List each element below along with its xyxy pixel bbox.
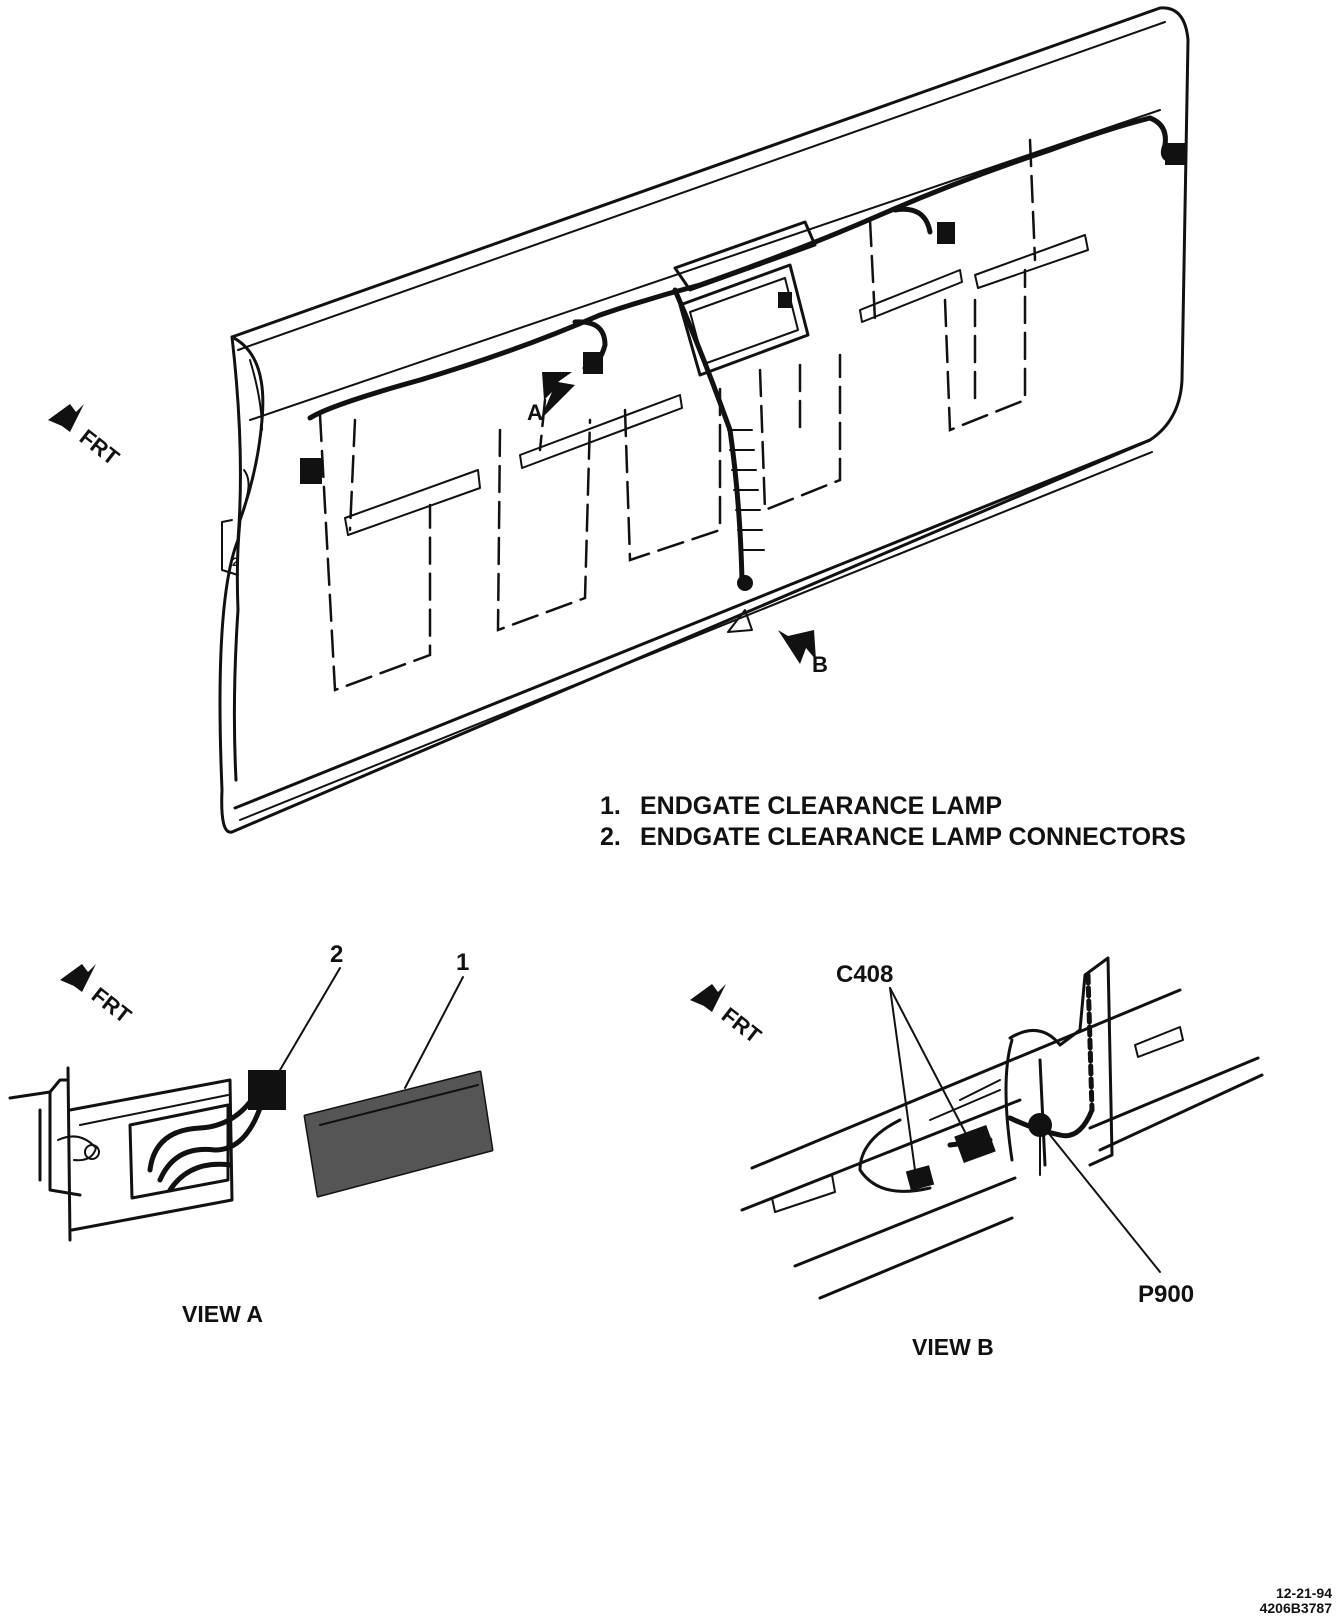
view-a-callout-1: 1 (456, 949, 469, 976)
view-b-callout-p900: P900 (1138, 1281, 1194, 1308)
parts-legend: 1. ENDGATE CLEARANCE LAMP 2. ENDGATE CLE… (600, 792, 1186, 851)
view-ref-a: A (527, 400, 543, 425)
legend-item-1-number: 1. (600, 792, 621, 820)
view-a-callout-2: 2 (330, 941, 343, 968)
view-b-title: VIEW B (912, 1334, 994, 1360)
legend-item-1-text: ENDGATE CLEARANCE LAMP (640, 792, 1002, 820)
view-a: FRT 2 1 VIEW A (8, 941, 494, 1327)
view-b: FRT C408 P900 VIEW B (690, 956, 1264, 1360)
direction-arrow-icon: FRT (48, 404, 124, 471)
endgate-inner-ribs (318, 138, 1089, 692)
endgate-side-mark: 2 (232, 555, 239, 569)
view-a-title: VIEW A (182, 1301, 263, 1327)
view-pointer-arrow-icon: B (778, 630, 828, 677)
legend-item-2-text: ENDGATE CLEARANCE LAMP CONNECTORS (640, 823, 1186, 851)
legend-item-2-number: 2. (600, 823, 621, 851)
drawing-code: 4206B3787 (1260, 1600, 1333, 1616)
frt-label-view-b: FRT (717, 1002, 767, 1048)
frt-label-main: FRT (75, 424, 125, 470)
view-ref-b: B (812, 652, 828, 677)
frt-label-view-a: FRT (87, 982, 137, 1028)
drawing-date: 12-21-94 (1276, 1585, 1332, 1601)
direction-arrow-icon: FRT (60, 964, 136, 1029)
view-b-callout-c408: C408 (836, 961, 893, 988)
direction-arrow-icon: FRT (690, 984, 766, 1049)
drawing-reference: 12-21-94 4206B3787 (1260, 1585, 1333, 1616)
endgate-wiring-harness (300, 115, 1187, 633)
view-pointer-arrow-icon: A (527, 372, 575, 425)
endgate-panel: 2 (218, 6, 1190, 834)
